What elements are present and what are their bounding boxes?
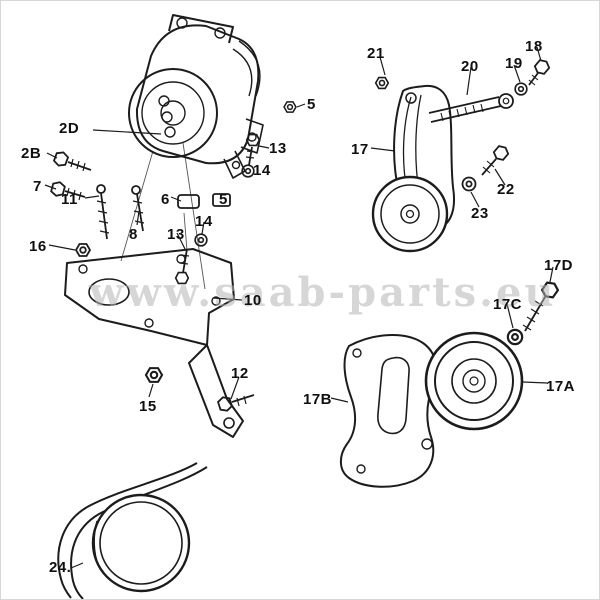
- part-label-22: 22: [497, 181, 515, 198]
- part-label-8: 8: [129, 226, 138, 243]
- assembly-guide-lines: [120, 142, 206, 290]
- part-label-23: 23: [471, 205, 489, 222]
- part-label-20: 20: [461, 58, 479, 75]
- part-label-17B: 17B: [303, 391, 333, 408]
- part-label-16: 16: [29, 238, 47, 255]
- left-fasteners-drawing: [49, 101, 297, 414]
- leader-lines: [44, 46, 554, 569]
- part-label-17A: 17A: [546, 378, 576, 395]
- part-label-6: 6: [161, 191, 170, 208]
- part-label-13-top: 13: [269, 140, 287, 157]
- compressor-drawing: [128, 14, 264, 179]
- part-label-2D: 2D: [59, 120, 80, 137]
- part-label-24: 24.: [49, 559, 72, 576]
- tensioner-fasteners-drawing: [374, 56, 552, 192]
- part-label-21: 21: [367, 45, 385, 62]
- part-label-17C: 17C: [493, 296, 523, 313]
- part-label-2B: 2B: [21, 145, 42, 162]
- belt-pulley-drawing: [57, 462, 208, 599]
- part-label-10: 10: [244, 292, 262, 309]
- mounting-bracket-drawing: [64, 248, 244, 438]
- part-label-18: 18: [525, 38, 543, 55]
- part-label-15: 15: [139, 398, 157, 415]
- part-label-14-top: 14: [253, 162, 271, 179]
- tensioner-bracket-drawing: [371, 84, 455, 253]
- part-label-5-top: 5: [307, 96, 316, 113]
- part-label-11: 11: [61, 191, 78, 208]
- part-label-13-lower: 13: [167, 226, 185, 243]
- part-label-17D: 17D: [544, 257, 574, 274]
- part-label-14-lower: 14: [195, 213, 213, 230]
- idler-bracket-pulley-drawing: [339, 278, 561, 488]
- part-label-5-spacer: 5: [219, 191, 228, 208]
- part-label-12: 12: [231, 365, 249, 382]
- part-label-7: 7: [33, 178, 42, 195]
- part-label-19: 19: [505, 55, 523, 72]
- part-label-17: 17: [351, 141, 369, 158]
